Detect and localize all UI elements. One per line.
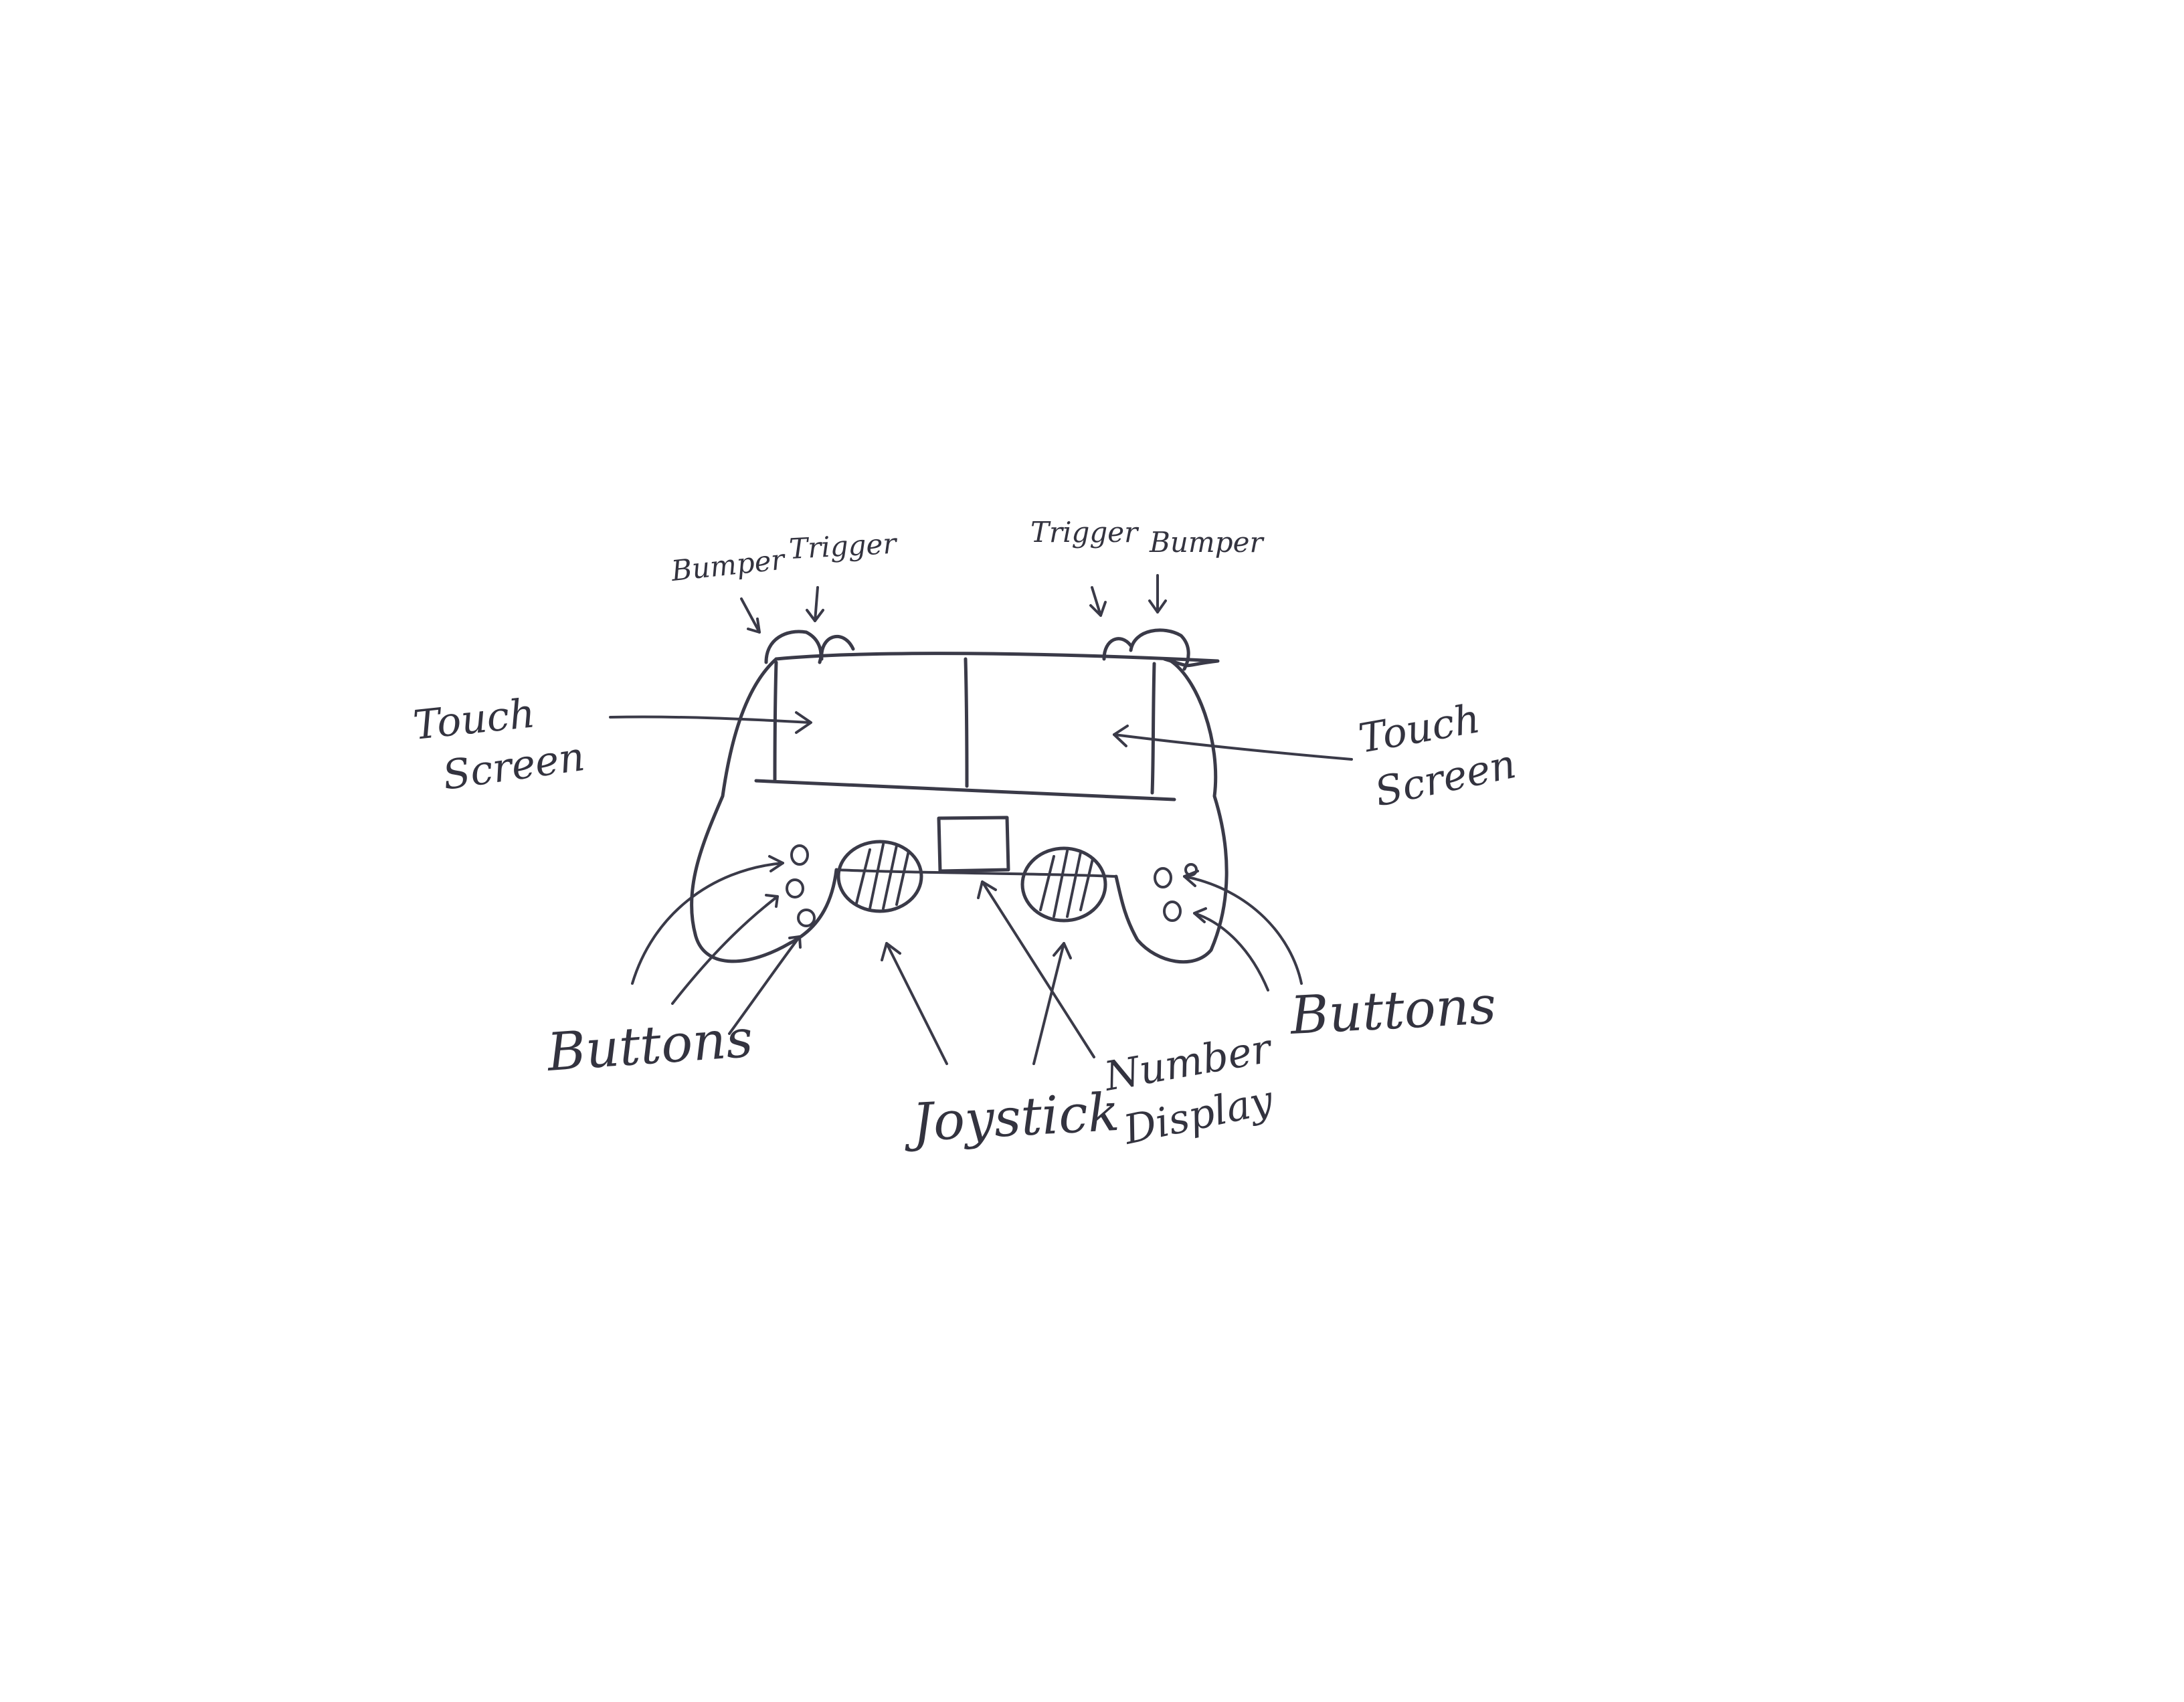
number-display [939, 818, 1008, 871]
label-joystick: Joystick [901, 1082, 1121, 1154]
controller-body [692, 654, 1227, 962]
label-buttons-right: Buttons [1287, 975, 1497, 1046]
left-joystick [838, 842, 921, 911]
touch-screens [756, 659, 1174, 799]
right-joystick [1022, 848, 1105, 921]
annotation-arrows [610, 575, 1352, 1064]
label-trigger-left: Trigger [788, 527, 899, 565]
label-buttons-left: Buttons [544, 1009, 755, 1083]
label-trigger-right: Trigger [1030, 516, 1140, 549]
right-touch-screen-edge [1152, 664, 1154, 793]
label-touch-screen-left-1: Touch [411, 690, 537, 749]
label-bumper-right: Bumper [1149, 526, 1265, 559]
label-bumper-left: Bumper [669, 543, 788, 587]
shoulder-buttons [766, 630, 1188, 669]
annotation-labels: Bumper Trigger Trigger Bumper Touch Scre… [411, 516, 1520, 1154]
touch-screen-divider [966, 659, 967, 786]
left-face-buttons [787, 846, 814, 926]
